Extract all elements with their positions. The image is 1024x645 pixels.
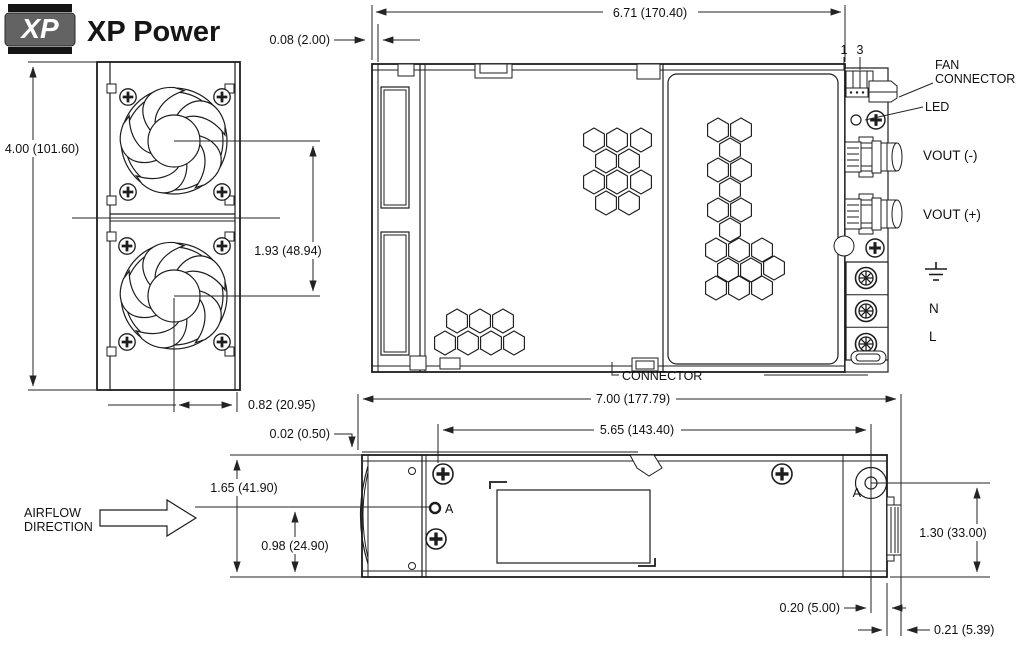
pin-1-label: 1 [841,43,848,57]
extension-lines [28,5,990,636]
vout-pos-label: VOUT (+) [923,207,981,222]
ground-symbol-icon [925,262,947,281]
fan-mount-tabs [106,83,235,357]
vent-hole [408,562,416,570]
vout-pos-terminal [844,193,903,235]
screw-icon [865,109,887,131]
dim-mounting-pitch: 5.65 (143.40) [600,423,674,437]
xp-power-logo: XP XP Power [4,4,220,54]
airflow-label-line1: AIRFLOW [24,506,81,520]
logo-xp-text: XP [19,13,59,44]
led-indicator [850,114,862,126]
rear-terminal-strip [833,67,903,373]
airflow-label-line2: DIRECTION [24,520,93,534]
fan-connector [845,70,898,103]
datum-a-hole [428,501,442,515]
vent-hole [408,467,416,475]
dim-center-height: 0.98 (24.90) [261,539,328,553]
fan-module-slots [380,86,410,356]
screw-icon [770,462,794,486]
dim-top-flange: 0.02 (0.50) [270,427,330,441]
screw-icon [424,527,448,551]
dim-rear-hole-offset: 0.20 (5.00) [780,601,840,615]
led-label: LED [925,100,949,114]
top-view [371,63,903,373]
front-view [96,61,241,391]
rear-connector [886,496,902,562]
vout-neg-label: VOUT (-) [923,148,978,163]
airflow-arrow [99,498,198,538]
logo-bottom-bar [8,47,72,54]
logo-box [4,12,76,47]
line-label: L [929,329,937,344]
brand-name: XP Power [87,16,220,48]
dimension-text-masks [1,4,993,554]
dim-fan-pitch: 1.93 (48.94) [254,244,321,258]
connector-label: CONNECTOR [622,369,702,383]
pin-3-label: 3 [857,43,864,57]
busbar-hole [833,235,855,257]
ground-terminal-screw [854,266,878,290]
dim-front-lip: 0.08 (2.00) [270,33,330,47]
terminal-block [845,261,889,361]
dimension-lines [29,8,981,634]
neutral-label: N [929,301,939,316]
dim-height: 1.65 (41.90) [210,481,277,495]
fan-housing-bulge [359,465,369,565]
screw-icon [431,462,455,486]
label-area [496,489,651,564]
vout-neg-terminal [844,136,903,178]
label-corner-mark [489,481,507,489]
dim-rear-height: 1.30 (33.00) [919,526,986,540]
logo-top-bar [8,4,72,12]
fan-connector-label-line1: FAN [935,58,959,72]
side-view [359,451,902,578]
datum-a-label: A [853,486,862,500]
neutral-terminal-screw [854,299,878,323]
dim-body-length: 6.71 (170.40) [613,6,687,20]
dim-front-height: 4.00 (101.60) [5,142,79,156]
label-corner-mark [638,558,656,567]
screw-icon [864,237,886,259]
datum-a-label: A [445,502,454,516]
leader-lines [611,82,934,376]
annotations: 6.71 (170.40) 0.08 (2.00) 4.00 (101.60) … [5,6,1016,637]
dim-fan-center-offset: 0.82 (20.95) [248,398,315,412]
cover-tabs [397,63,661,372]
latch-clip [629,454,663,477]
dim-connector-protrusion: 0.21 (5.39) [934,623,994,637]
dim-total-length: 7.00 (177.79) [596,392,670,406]
fan-connector-label-line2: CONNECTOR [935,72,1015,86]
